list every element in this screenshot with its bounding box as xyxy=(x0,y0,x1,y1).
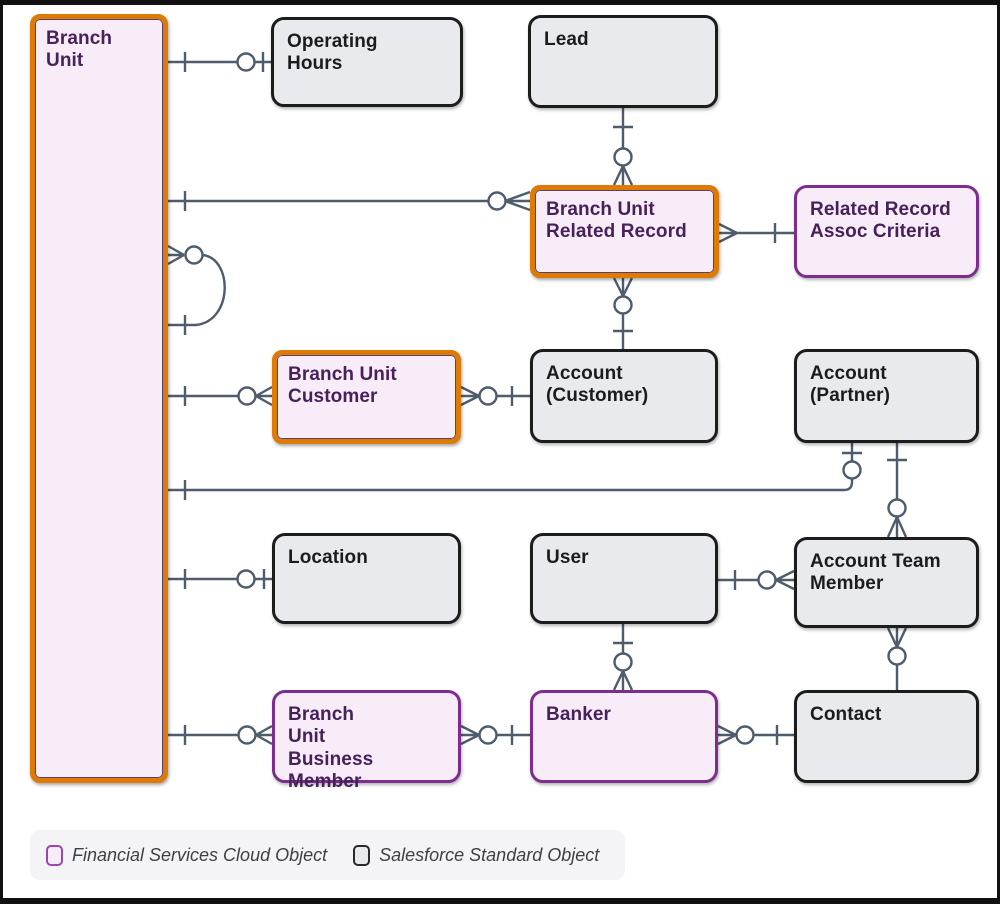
node-label: Branch Unit Business Member xyxy=(288,704,374,793)
node-label: Operating Hours xyxy=(287,31,378,75)
connector-branch-unit-customer xyxy=(168,385,273,407)
connector-customer-account-customer xyxy=(460,385,530,407)
connector-account-partner-team-member xyxy=(886,443,908,538)
connector-user-banker xyxy=(612,624,634,691)
legend-label-fsc: Financial Services Cloud Object xyxy=(72,844,328,865)
legend-item-standard: Salesforce Standard Object xyxy=(353,844,600,866)
node-branch-unit: Branch Unit xyxy=(30,14,168,783)
node-label: Account (Partner) xyxy=(810,363,891,407)
connector-branch-unit-self xyxy=(167,244,226,335)
node-label: Branch Unit Related Record xyxy=(546,199,687,243)
fsc-object-swatch xyxy=(46,844,63,866)
node-account-customer: Account (Customer) xyxy=(530,349,718,443)
node-label: User xyxy=(546,547,589,568)
node-account-team-member: Account Team Member xyxy=(794,537,979,628)
connector-branch-unit-business-member xyxy=(168,724,273,746)
node-label: Account (Customer) xyxy=(546,363,649,407)
node-branch-unit-business-member: Branch Unit Business Member xyxy=(272,690,461,792)
node-label: Lead xyxy=(544,29,589,50)
connector-branch-unit-related-record xyxy=(168,190,531,212)
node-lead: Lead xyxy=(528,15,718,108)
connector-user-team-member xyxy=(718,569,795,591)
node-label: Branch Unit Customer xyxy=(288,364,397,408)
node-contact: Contact xyxy=(794,690,979,783)
legend-label-standard: Salesforce Standard Object xyxy=(379,844,600,865)
connector-branch-unit-operating-hours xyxy=(168,52,271,72)
node-related-record-assoc-criteria: Related Record Assoc Criteria xyxy=(794,185,979,278)
node-label: Account Team Member xyxy=(810,551,941,595)
connector-related-record-account-customer xyxy=(612,277,634,349)
connector-lead-branch-unit-related-record xyxy=(612,108,634,186)
node-banker: Banker xyxy=(530,690,718,783)
connector-business-member-banker xyxy=(460,724,530,746)
connector-branch-unit-account-partner xyxy=(168,443,862,500)
node-branch-unit-customer: Branch Unit Customer xyxy=(272,350,461,444)
node-label: Branch Unit xyxy=(46,28,113,72)
node-user: User xyxy=(530,533,718,624)
standard-object-swatch xyxy=(353,844,371,866)
connector-related-record-assoc-criteria xyxy=(718,222,794,244)
node-branch-unit-related-record: Branch Unit Related Record xyxy=(530,185,719,278)
node-label: Location xyxy=(288,547,368,568)
legend: Financial Services Cloud Object Salesfor… xyxy=(30,830,626,880)
connector-branch-unit-location xyxy=(168,569,272,589)
node-label: Related Record Assoc Criteria xyxy=(810,199,951,243)
node-operating-hours: Operating Hours xyxy=(271,17,463,107)
node-label: Banker xyxy=(546,704,612,725)
connector-team-member-contact xyxy=(886,627,908,690)
legend-item-fsc: Financial Services Cloud Object xyxy=(46,844,328,866)
node-label: Contact xyxy=(810,704,882,725)
connector-banker-contact xyxy=(717,724,794,746)
node-location: Location xyxy=(272,533,461,624)
node-account-partner: Account (Partner) xyxy=(794,349,979,443)
